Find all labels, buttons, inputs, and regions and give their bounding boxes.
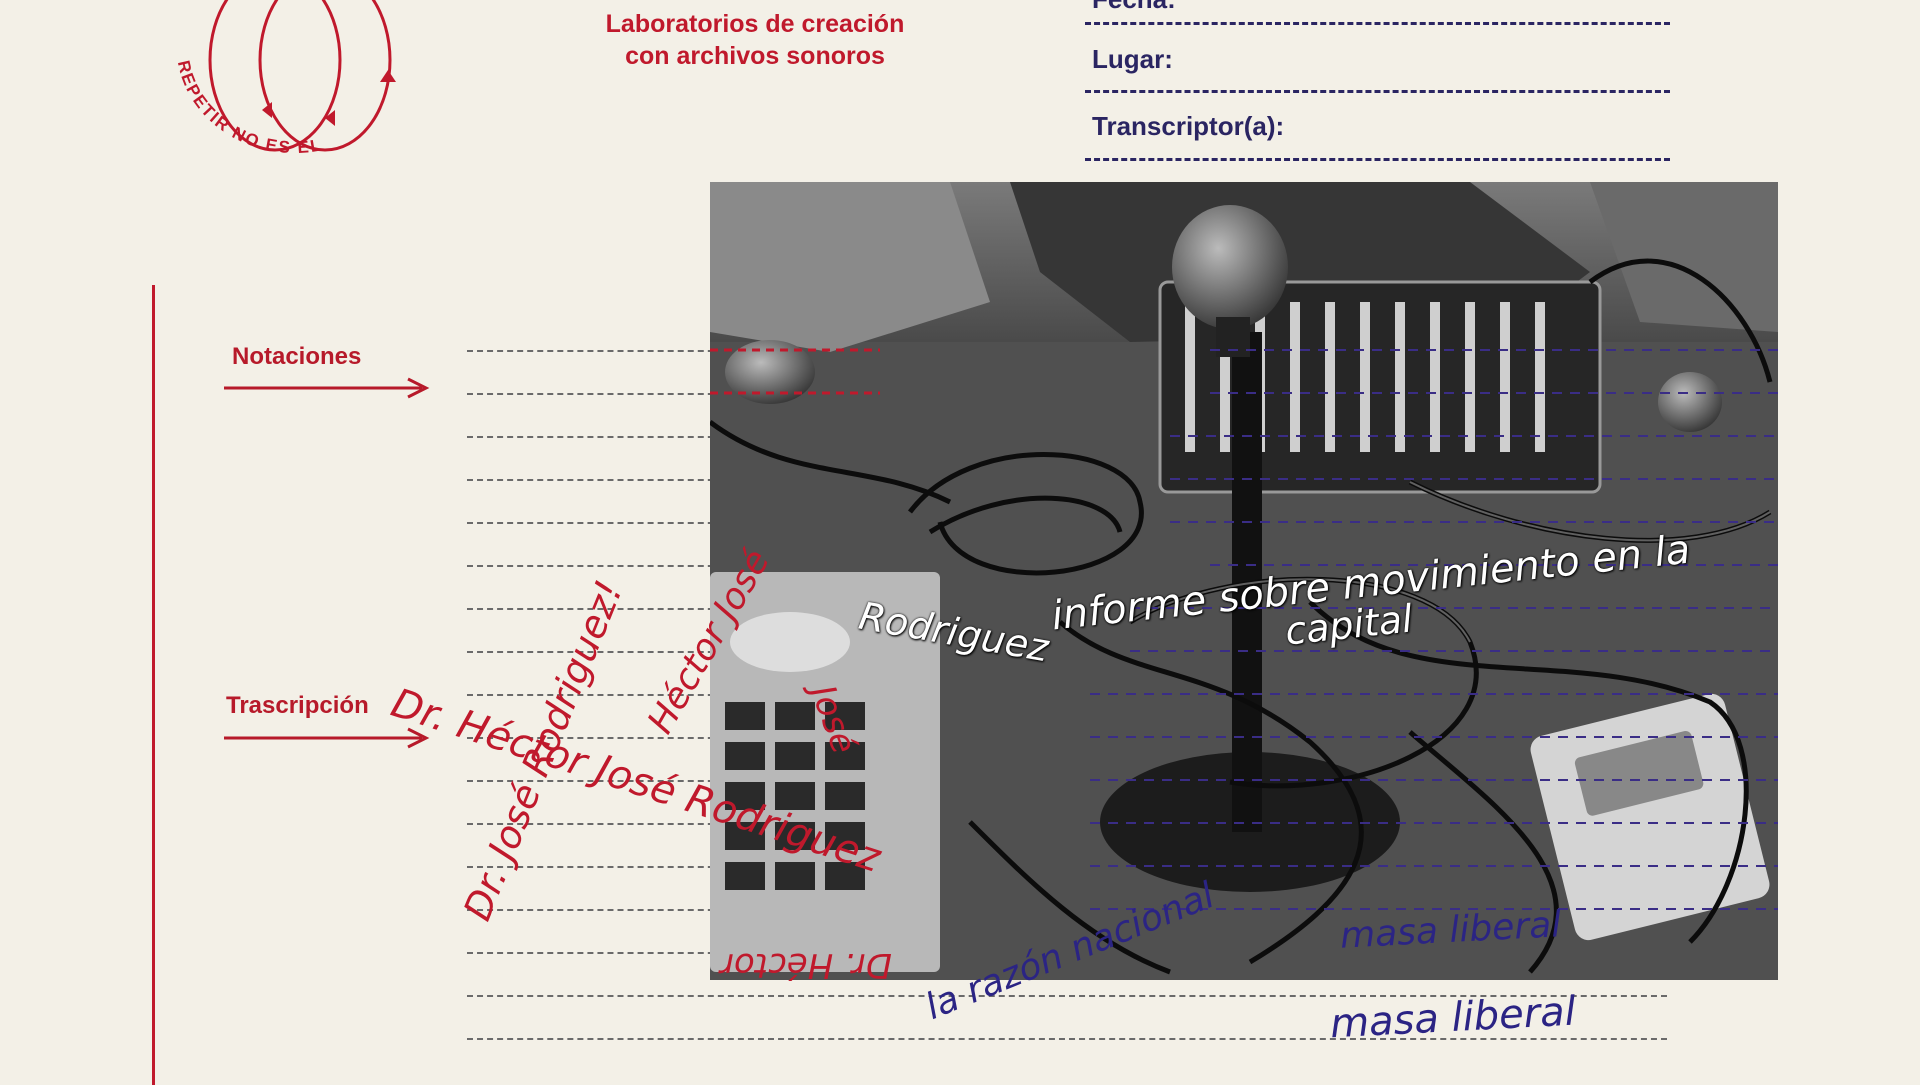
handwritten-name-red-4: Dr. Héctor (720, 945, 892, 985)
notes-label: Notaciones (232, 343, 361, 371)
place-field-line[interactable] (1085, 90, 1670, 93)
page-title: Laboratorios de creación con archivos so… (560, 8, 950, 72)
date-field-line[interactable] (1085, 22, 1670, 25)
seal-stamp: REPETIR NO ES EL DAR DE OTRA FORMA (150, 0, 440, 170)
title-line-1: Laboratorios de creación (560, 8, 950, 40)
transcription-label: Trascripción (226, 692, 369, 720)
date-label: Fecha: (1092, 0, 1176, 15)
transcription-arrow-icon (222, 726, 432, 750)
notes-arrow-icon (222, 376, 432, 400)
margin-rule (152, 285, 155, 1085)
transcriber-field-line[interactable] (1085, 158, 1670, 161)
transcriber-label: Transcriptor(a): (1092, 111, 1284, 142)
title-line-2: con archivos sonoros (560, 40, 950, 72)
svg-text:REPETIR NO ES EL: REPETIR NO ES EL (174, 59, 324, 157)
place-label: Lugar: (1092, 44, 1173, 75)
